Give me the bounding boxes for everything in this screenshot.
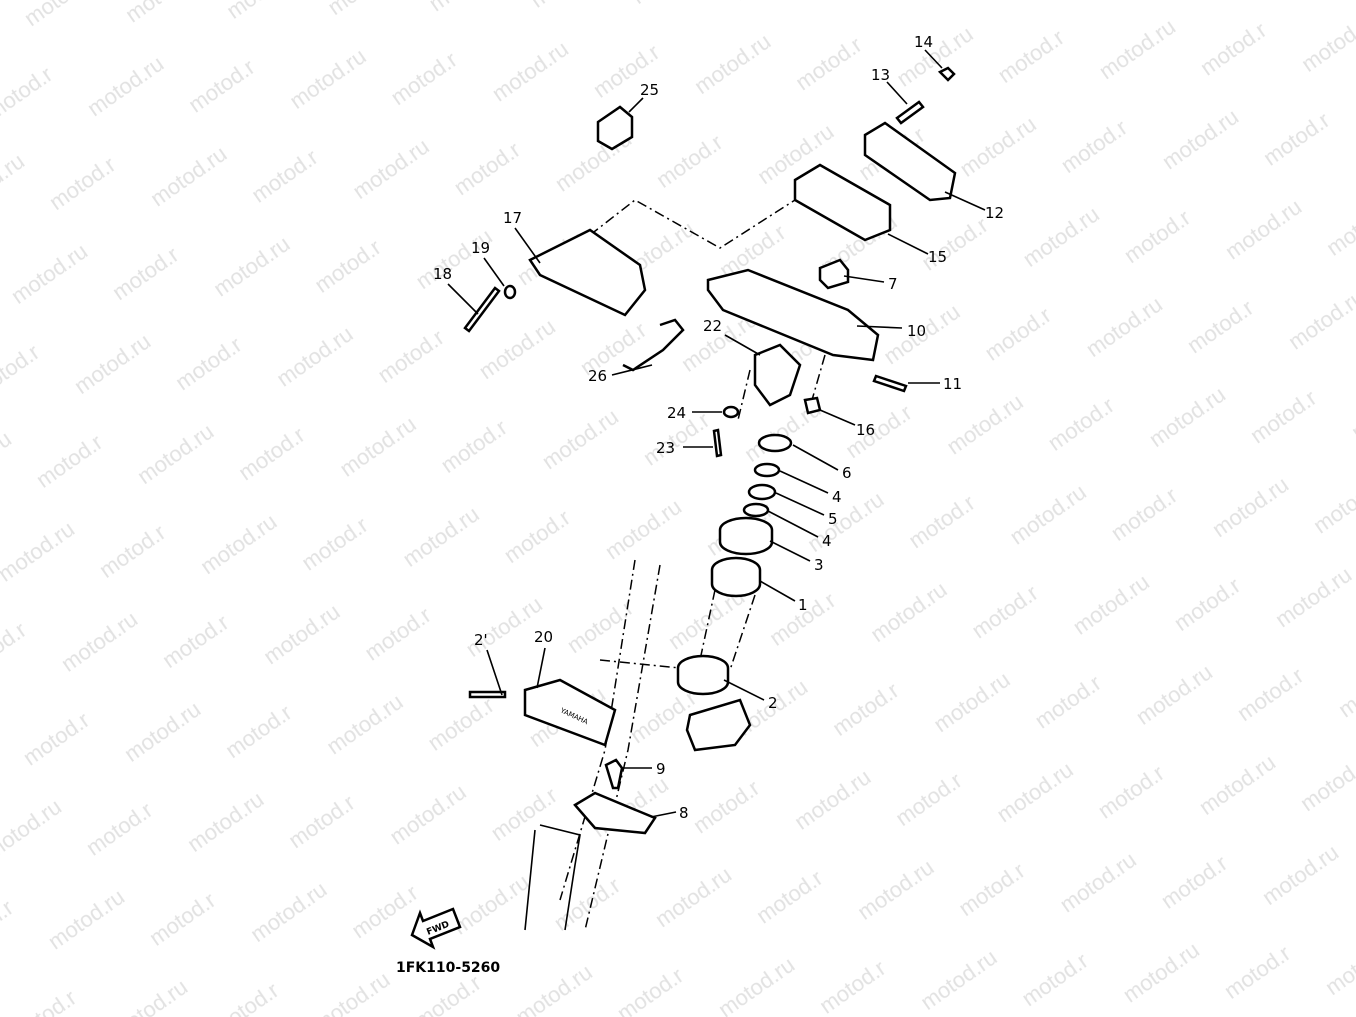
part-16-collar: [803, 396, 822, 415]
part-6-nut: [757, 433, 793, 453]
part-2-bearing: [676, 654, 730, 696]
part-19-washer: [503, 284, 517, 300]
label-8: 8: [679, 804, 689, 822]
label-26: 26: [588, 367, 607, 385]
label-4: 4: [832, 488, 842, 506]
part-4-washer: [753, 462, 781, 478]
diagram-code: 1FK110-5260: [396, 960, 500, 976]
label-20: 20: [534, 628, 553, 646]
part-9-bolt: [604, 758, 624, 790]
label-25: 25: [640, 81, 659, 99]
part-24-nut: [722, 405, 740, 419]
part-18-bolt: [463, 286, 501, 333]
part-4b-washer: [742, 502, 770, 518]
part-shapes: YAMAHA: [463, 66, 957, 931]
part-22-stay: [753, 343, 802, 407]
label-22: 22: [703, 317, 722, 335]
leader-lines: [447, 49, 986, 818]
part-20-emblem: [523, 678, 617, 747]
label-23: 23: [656, 439, 675, 457]
part-10-bracket: [706, 268, 880, 362]
part-13-bolt: [895, 100, 925, 125]
label-3: 3: [814, 556, 824, 574]
part-8-bracket: [573, 791, 657, 835]
label-12: 12: [985, 204, 1004, 222]
part-23-bolt: [712, 428, 723, 458]
steering-stem: [685, 698, 752, 752]
label-10: 10: [907, 322, 926, 340]
part-5-nut: [747, 483, 777, 501]
label-9: 9: [656, 760, 666, 778]
part-25-switch: [596, 105, 634, 151]
part-14-cap: [937, 66, 956, 82]
label-5: 5: [828, 510, 838, 528]
part-labels: 14 13 25 12 17 15 19 18 7 10 22 26 11 24…: [433, 33, 1004, 822]
part-7-nut: [818, 258, 850, 290]
part-17-holder: [528, 228, 647, 317]
part-21-bolt: [468, 690, 507, 699]
label-2: 2: [768, 694, 778, 712]
label-1: 1: [798, 596, 808, 614]
part-12-holder: [863, 121, 957, 202]
label-17: 17: [503, 209, 522, 227]
label-11: 11: [943, 375, 962, 393]
label-21: 2': [474, 631, 488, 649]
label-4b: 4: [822, 532, 832, 550]
frame-tube: [524, 824, 581, 931]
label-18: 18: [433, 265, 452, 283]
label-15: 15: [928, 248, 947, 266]
label-24: 24: [667, 404, 686, 422]
label-6: 6: [842, 464, 852, 482]
part-11-bolt: [872, 374, 908, 393]
label-7: 7: [888, 275, 898, 293]
label-19: 19: [471, 239, 490, 257]
label-16: 16: [856, 421, 875, 439]
label-14: 14: [914, 33, 933, 51]
part-26-wire: [622, 318, 685, 372]
label-13: 13: [871, 66, 890, 84]
part-3-bearing: [718, 516, 774, 556]
part-15-holder: [793, 163, 892, 242]
forward-arrow-icon: FWD: [410, 907, 462, 950]
part-1-bearing: [710, 556, 762, 598]
